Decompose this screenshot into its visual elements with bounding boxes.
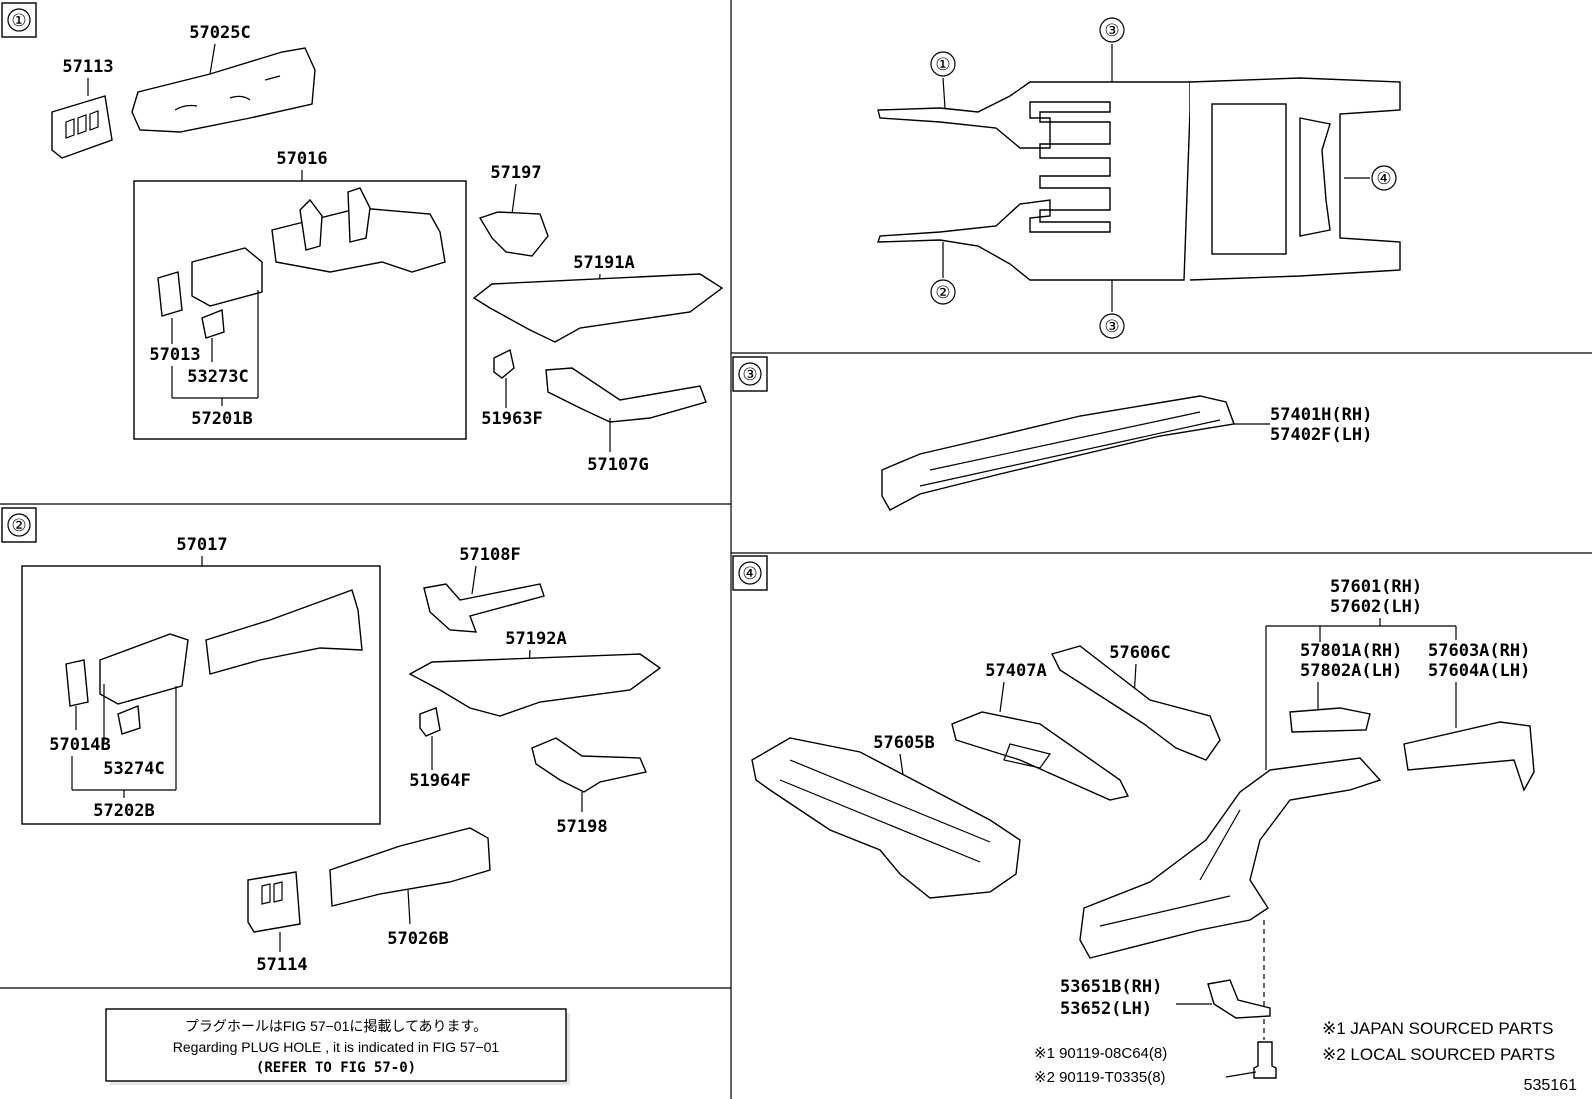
- label-57801A: 57801A(RH): [1300, 641, 1402, 661]
- svg-text:③: ③: [1104, 21, 1119, 41]
- section-marker-3: ③: [732, 356, 768, 392]
- label-57107G: 57107G: [587, 455, 648, 475]
- part-57107G: [545, 367, 707, 423]
- label-57802A: 57802A(LH): [1300, 661, 1402, 681]
- part-57603A: [1403, 721, 1535, 792]
- label-57202B: 57202B: [93, 801, 154, 821]
- figure-number: 535161: [1524, 1077, 1577, 1094]
- label-57191A: 57191A: [573, 253, 634, 273]
- part-57113: [51, 95, 113, 159]
- note-english: Regarding PLUG HOLE , it is indicated in…: [173, 1039, 500, 1055]
- label-57014B: 57014B: [49, 735, 110, 755]
- label-53274C: 53274C: [103, 759, 164, 779]
- label-57013: 57013: [149, 345, 200, 365]
- note-box: プラグホールはFIG 57−01に掲載してあります。 Regarding PLU…: [105, 1008, 570, 1085]
- part-57017-rail: [205, 589, 363, 675]
- label-57197: 57197: [490, 163, 541, 183]
- center-floor-opening: [1211, 103, 1287, 255]
- label-57407A: 57407A: [985, 661, 1046, 681]
- overview-callout-3-bottom: [1099, 313, 1125, 339]
- svg-text:④: ④: [742, 564, 757, 584]
- part-57025C: [131, 47, 316, 133]
- note-japanese: プラグホールはFIG 57−01に掲載してあります。: [185, 1018, 487, 1034]
- part-57407A: [951, 711, 1130, 801]
- part-57201B-bracket: [191, 247, 263, 307]
- label-57017: 57017: [176, 535, 227, 555]
- note-reference: (REFER TO FIG 57-0): [256, 1060, 416, 1076]
- label-53652: 53652(LH): [1060, 999, 1152, 1019]
- label-57605B: 57605B: [873, 733, 934, 753]
- section-1: 57113 57025C 57016 57013 53273C 57201B 5…: [51, 23, 724, 475]
- label-57114: 57114: [256, 955, 307, 975]
- part-53651B: [1207, 979, 1271, 1019]
- label-57016: 57016: [276, 149, 327, 169]
- label-57201B: 57201B: [191, 409, 252, 429]
- part-57108F: [423, 583, 545, 633]
- svg-text:①: ①: [935, 55, 950, 75]
- part-57192A: [408, 653, 662, 717]
- part-51963F: [493, 348, 515, 379]
- label-57108F: 57108F: [459, 545, 520, 565]
- label-57603A: 57603A(RH): [1428, 641, 1530, 661]
- part-53273C: [201, 309, 225, 339]
- part-57401H-rocker: [881, 395, 1235, 511]
- svg-text:③: ③: [1104, 317, 1119, 337]
- label-53651B: 53651B(RH): [1060, 977, 1162, 997]
- part-53274C: [117, 705, 141, 735]
- label-57113: 57113: [62, 57, 113, 77]
- part-51964F: [419, 707, 441, 737]
- label-57026B: 57026B: [387, 929, 448, 949]
- part-57198: [531, 737, 647, 793]
- label-51963F: 51963F: [481, 409, 542, 429]
- label-57604A: 57604A(LH): [1428, 661, 1530, 681]
- part-57191A: [472, 273, 724, 343]
- part-57202B-bracket: [99, 633, 189, 705]
- svg-text:①: ①: [11, 11, 26, 31]
- front-side-members: [877, 81, 1191, 281]
- label-57025C: 57025C: [189, 23, 250, 43]
- part-57605B: [751, 737, 1021, 899]
- overview-callout-4: [1371, 165, 1397, 191]
- part-57013: [157, 271, 183, 317]
- label-bolt-2: ※2 90119-T0335(8): [1034, 1069, 1166, 1086]
- svg-text:④: ④: [1376, 169, 1391, 189]
- overview-callout-3-top: [1099, 17, 1125, 43]
- part-57801A: [1289, 707, 1371, 733]
- part-57197: [478, 211, 549, 257]
- label-57192A: 57192A: [505, 629, 566, 649]
- overview-callout-1: [930, 51, 956, 77]
- label-57601: 57601(RH): [1330, 577, 1422, 597]
- label-51964F: 51964F: [409, 771, 470, 791]
- label-bolt-1: ※1 90119-08C64(8): [1034, 1045, 1167, 1062]
- part-57601-rear-member: [1079, 757, 1382, 959]
- bolt-icon: [1253, 1041, 1277, 1079]
- label-53273C: 53273C: [187, 367, 248, 387]
- overview-callout-2: [930, 279, 956, 305]
- label-57602: 57602(LH): [1330, 597, 1422, 617]
- section-2: 57017 57014B 53274C 57202B 57108F 57192A…: [21, 535, 662, 975]
- label-57606C: 57606C: [1109, 643, 1170, 663]
- svg-text:③: ③: [742, 365, 757, 385]
- overview-frame: ③ ① ④ ② ③: [877, 17, 1401, 339]
- group-box-57017: [21, 565, 381, 825]
- legend-local-sourced: ※2 LOCAL SOURCED PARTS: [1322, 1045, 1555, 1064]
- section-marker-2: ②: [1, 507, 37, 543]
- label-57198: 57198: [556, 817, 607, 837]
- legend-japan-sourced: ※1 JAPAN SOURCED PARTS: [1322, 1019, 1554, 1038]
- label-57401H: 57401H(RH): [1270, 405, 1372, 425]
- svg-text:②: ②: [11, 516, 26, 536]
- section-marker-4: ④: [732, 555, 768, 591]
- part-57026B: [329, 827, 491, 907]
- svg-text:②: ②: [935, 283, 950, 303]
- section-marker-1: ①: [1, 2, 37, 38]
- section-3: 57401H(RH) 57402F(LH): [881, 395, 1372, 511]
- section-4: 57601(RH) 57602(LH) 57801A(RH) 57802A(LH…: [751, 577, 1577, 1094]
- label-57402F: 57402F(LH): [1270, 425, 1372, 445]
- group-box-57016: [133, 180, 467, 440]
- part-57606C: [1050, 645, 1221, 761]
- part-57014B: [65, 659, 89, 707]
